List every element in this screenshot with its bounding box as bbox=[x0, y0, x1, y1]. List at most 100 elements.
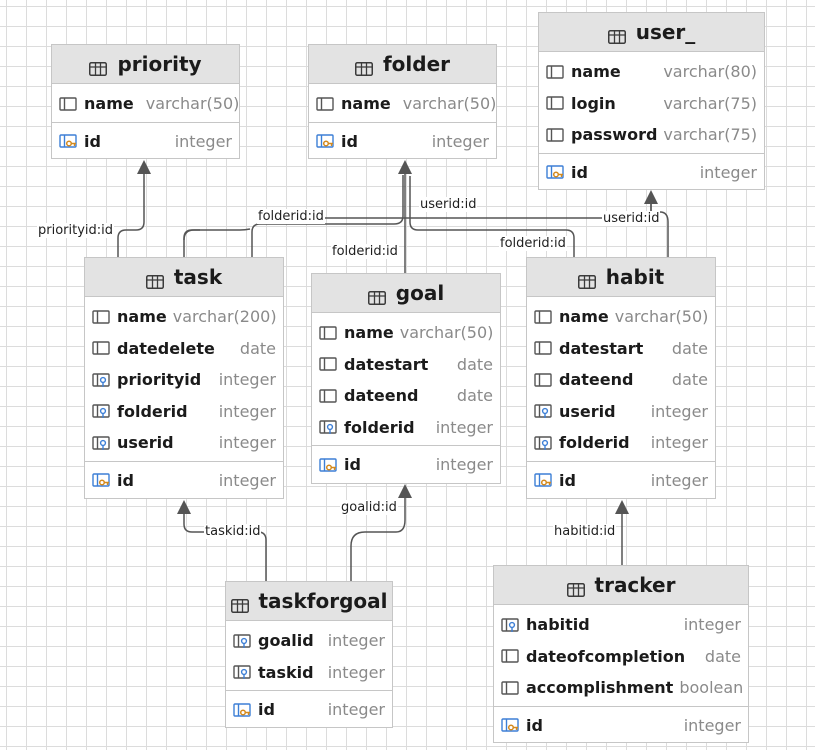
key-icon bbox=[534, 472, 552, 488]
table-header: taskforgoal bbox=[226, 582, 392, 621]
foreign-key-icon bbox=[92, 435, 110, 451]
edge-habit-folder bbox=[409, 176, 575, 258]
table-header: folder bbox=[309, 45, 496, 84]
key-icon bbox=[546, 164, 564, 180]
column-type: integer bbox=[435, 455, 493, 475]
column-name: name bbox=[117, 307, 167, 327]
table-icon bbox=[230, 594, 249, 613]
edge-label: priorityid:id bbox=[37, 223, 115, 238]
foreign-key-icon bbox=[534, 435, 552, 451]
column-type: varchar(75) bbox=[663, 125, 758, 145]
foreign-key-icon bbox=[534, 403, 552, 419]
edge-task-user bbox=[183, 229, 201, 258]
edge-taskforgoal-task bbox=[183, 512, 267, 582]
table-title: task bbox=[173, 265, 223, 289]
column-name: id bbox=[258, 700, 275, 720]
column-name: goalid bbox=[258, 631, 314, 651]
column-name: id bbox=[84, 131, 101, 151]
column-type: varchar(50) bbox=[614, 307, 709, 327]
column-type: integer bbox=[218, 433, 276, 453]
column-type: date bbox=[671, 370, 708, 390]
column-icon bbox=[319, 325, 337, 341]
column-type: integer bbox=[650, 470, 708, 490]
foreign-key-icon bbox=[233, 633, 251, 649]
column-name: id bbox=[526, 715, 543, 735]
table-header: goal bbox=[312, 274, 500, 313]
column-name: dateend bbox=[559, 370, 634, 390]
column-name: datestart bbox=[344, 354, 429, 374]
edge-label: userid:id bbox=[602, 211, 661, 226]
arrow-habit bbox=[615, 500, 629, 514]
column-row-id[interactable]: id integer bbox=[527, 465, 715, 497]
column-name: name bbox=[559, 307, 609, 327]
key-icon bbox=[59, 133, 77, 149]
column-type: date bbox=[456, 354, 493, 374]
edge-task-user-main bbox=[183, 202, 652, 241]
column-type: varchar(200) bbox=[172, 307, 277, 327]
column-type: date bbox=[671, 338, 708, 358]
column-type: integer bbox=[683, 715, 741, 735]
column-row-id[interactable]: id integer bbox=[494, 710, 748, 742]
column-name: taskid bbox=[258, 662, 314, 682]
arrow-user bbox=[644, 190, 658, 204]
table-icon bbox=[354, 57, 373, 76]
arrow-folder bbox=[398, 160, 412, 174]
column-row-id[interactable]: id integer bbox=[52, 126, 239, 158]
column-type: integer bbox=[174, 131, 232, 151]
table-icon bbox=[367, 286, 386, 305]
table-title: habit bbox=[605, 265, 665, 289]
column-icon bbox=[534, 372, 552, 388]
column-row-dateend[interactable]: dateend date bbox=[527, 364, 715, 396]
table-icon bbox=[89, 57, 108, 76]
column-icon bbox=[92, 340, 110, 356]
column-name: habitid bbox=[526, 615, 590, 635]
column-name: id bbox=[559, 470, 576, 490]
column-row-datestart[interactable]: datestart date bbox=[312, 349, 500, 381]
primary-key-section: id integer bbox=[527, 460, 715, 500]
table-header: task bbox=[85, 258, 283, 297]
foreign-key-icon bbox=[501, 617, 519, 633]
